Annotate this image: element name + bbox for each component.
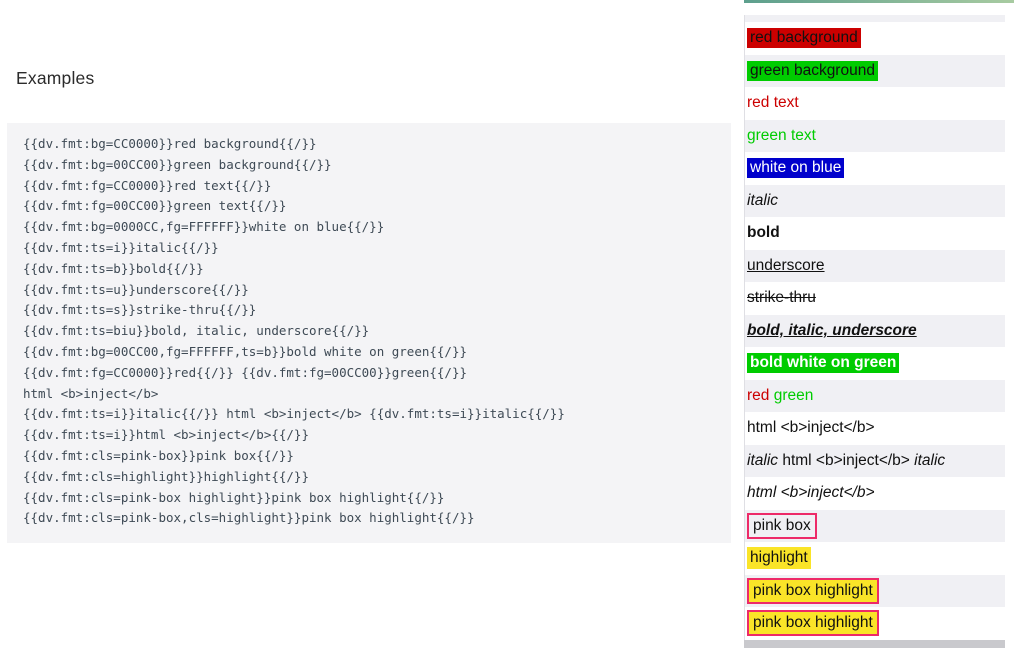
text-segment: bold: [747, 224, 780, 242]
text-segment: html <b>inject</b>: [747, 484, 875, 502]
preview-row-underscore: underscore: [745, 249, 1005, 282]
text-segment: highlight: [747, 547, 811, 570]
code-line: {{dv.fmt:fg=00CC00}}green text{{/}}: [23, 198, 287, 214]
code-line: {{dv.fmt:bg=00CC00,fg=FFFFFF,ts=b}}bold …: [23, 343, 468, 359]
code-block: {{dv.fmt:bg=CC0000}}red background{{/}} {…: [7, 123, 731, 543]
text-segment: pink box: [747, 512, 817, 539]
preview-row-bold-white-on-green: bold white on green: [745, 347, 1005, 380]
text-segment: green: [773, 386, 814, 404]
text-segment: strike-thru: [747, 289, 816, 307]
text-segment: italic: [914, 451, 946, 469]
code-line: {{dv.fmt:cls=highlight}}highlight{{/}}: [23, 468, 309, 484]
preview-row-pink-box-highlight-comma: pink box highlight: [745, 607, 1005, 640]
preview-row-italic: italic: [745, 184, 1005, 217]
code-line: {{dv.fmt:ts=biu}}bold, italic, underscor…: [23, 323, 370, 339]
text-segment: bold, italic, underscore: [747, 321, 917, 339]
code-line: {{dv.fmt:ts=s}}strike-thru{{/}}: [23, 302, 257, 318]
text-segment: red: [747, 386, 770, 404]
code-line: {{dv.fmt:bg=0000CC,fg=FFFFFF}}white on b…: [23, 219, 385, 235]
code-line: {{dv.fmt:ts=i}}html <b>inject</b>{{/}}: [23, 427, 309, 443]
preview-rows: red background green background red text gr…: [744, 15, 1005, 640]
bottom-bar: [744, 640, 1005, 648]
text-segment: italic: [747, 451, 779, 469]
preview-row-html-inject-literal: html <b>inject</b>: [745, 412, 1005, 445]
text-segment: underscore: [747, 256, 825, 274]
code-line: {{dv.fmt:bg=00CC00}}green background{{/}…: [23, 156, 332, 172]
text-segment: html <b>inject</b>: [778, 451, 915, 469]
preview-row-strike-thru: strike-thru: [745, 282, 1005, 315]
text-segment: html <b>inject</b>: [747, 419, 875, 437]
code-line: {{dv.fmt:ts=b}}bold{{/}}: [23, 260, 204, 276]
text-segment: red text: [747, 94, 799, 112]
examples-heading: Examples: [16, 68, 95, 88]
preview-row-green-text: green text: [745, 119, 1005, 152]
text-segment: white on blue: [747, 158, 845, 179]
code-line: {{dv.fmt:cls=pink-box highlight}}pink bo…: [23, 489, 445, 505]
text-segment: italic: [747, 191, 779, 209]
preview-row-white-on-blue: white on blue: [745, 152, 1005, 185]
preview-row-pink-box: pink box: [745, 509, 1005, 542]
preview-row-bold: bold: [745, 217, 1005, 250]
code-line: {{dv.fmt:fg=CC0000}}red{{/}} {{dv.fmt:fg…: [23, 364, 468, 380]
code-line: {{dv.fmt:bg=CC0000}}red background{{/}}: [23, 136, 317, 151]
preview-row-red-text: red text: [745, 87, 1005, 120]
code-line: {{dv.fmt:ts=u}}underscore{{/}}: [23, 281, 249, 297]
code-line: {{dv.fmt:ts=i}}italic{{/}} html <b>injec…: [23, 406, 565, 422]
preview-row-green-background: green background: [745, 54, 1005, 87]
code-line: html <b>inject</b>: [23, 385, 159, 401]
text-segment: pink box highlight: [747, 610, 879, 637]
text-segment: green text: [747, 126, 816, 144]
preview-row-italic-html-inject-italic: italic html <b>inject</b> italic: [745, 444, 1005, 477]
preview-row-pink-box-highlight-space: pink box highlight: [745, 574, 1005, 607]
text-segment: red background: [747, 28, 861, 49]
preview-row-italic-html-inject: html <b>inject</b>: [745, 477, 1005, 510]
empty-row: [745, 15, 1005, 22]
preview-row-bold-italic-underscore: bold, italic, underscore: [745, 314, 1005, 347]
text-segment: green background: [747, 60, 878, 81]
code-line: {{dv.fmt:cls=pink-box,cls=highlight}}pin…: [23, 510, 475, 526]
top-accent-bar: [744, 0, 1014, 3]
preview-row-red-background: red background: [745, 22, 1005, 55]
code-line: {{dv.fmt:ts=i}}italic{{/}}: [23, 239, 219, 255]
preview-row-red-green: red green: [745, 379, 1005, 412]
text-segment: pink box highlight: [747, 577, 879, 604]
text-segment: bold white on green: [747, 353, 900, 374]
code-line: {{dv.fmt:fg=CC0000}}red text{{/}}: [23, 177, 272, 193]
preview-row-highlight: highlight: [745, 542, 1005, 575]
code-line: {{dv.fmt:cls=pink-box}}pink box{{/}}: [23, 447, 294, 463]
